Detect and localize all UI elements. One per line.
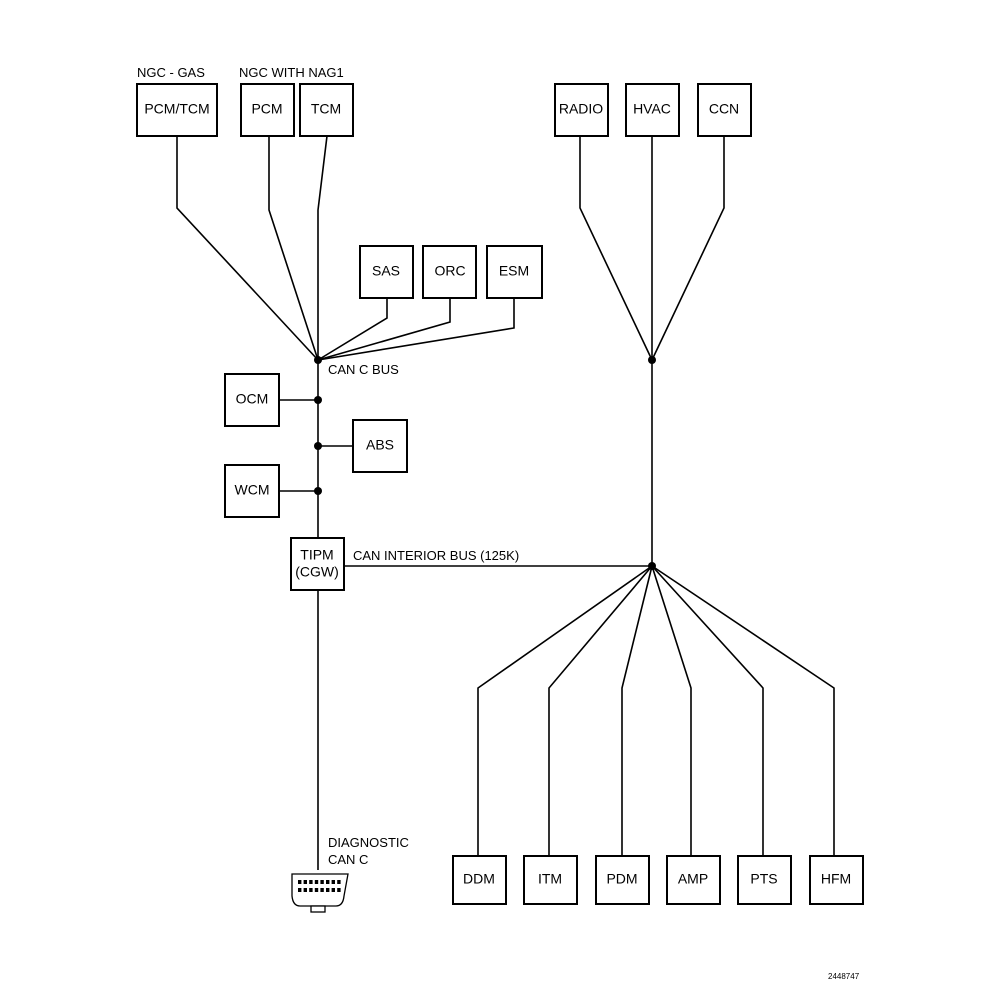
module-ddm: DDM [452, 855, 507, 905]
can-c-bus-wires [176, 135, 515, 870]
ngc-gas-label: NGC - GAS [137, 65, 205, 80]
module-ocm: OCM [224, 373, 280, 427]
wire-pdm [621, 565, 653, 856]
module-sas: SAS [359, 245, 414, 299]
module-label-sub: (CGW) [295, 564, 339, 580]
module-label: WCM [235, 482, 270, 498]
wire-orc [317, 298, 451, 361]
module-label: SAS [372, 263, 400, 279]
wire-pts [651, 565, 764, 856]
module-label: ITM [538, 871, 562, 887]
module-orc: ORC [422, 245, 477, 299]
connector-pin [337, 888, 341, 892]
lower-interior-junction [648, 562, 656, 570]
module-hvac: HVAC [625, 83, 680, 137]
wire-sas [317, 298, 388, 361]
module-label: PCM [251, 101, 282, 117]
module-hfm: HFM [809, 855, 864, 905]
figure-id-label: 2448747 [828, 972, 860, 981]
wire-itm [548, 565, 653, 856]
module-tcm: TCM [299, 83, 354, 137]
module-amp: AMP [666, 855, 721, 905]
connector-pin [298, 888, 302, 892]
upper-interior-junction [648, 356, 656, 364]
wire-tcm [317, 135, 328, 360]
connector-pin [331, 888, 335, 892]
can-c-junction [314, 356, 322, 364]
module-wcm: WCM [224, 464, 280, 518]
module-radio: RADIO [554, 83, 609, 137]
junction-nodes [314, 356, 656, 570]
connector-pin [303, 880, 307, 884]
diagnostic-sublabel: CAN C [328, 852, 368, 867]
module-label: ORC [434, 263, 465, 279]
connector-pin [331, 880, 335, 884]
abs-junction [314, 442, 322, 450]
module-label: OCM [236, 391, 269, 407]
wire-ccn [651, 136, 725, 361]
module-label: RADIO [559, 101, 603, 117]
wire-pcm-tcm [176, 136, 319, 361]
connector-pin [337, 880, 341, 884]
module-pdm: PDM [595, 855, 650, 905]
module-label: HFM [821, 871, 851, 887]
connector-pin [309, 880, 313, 884]
connector-pin [303, 888, 307, 892]
wire-hfm [651, 565, 835, 856]
can-interior-bus-wires [344, 136, 835, 856]
ngc-nag1-label: NGC WITH NAG1 [239, 65, 344, 80]
module-label: HVAC [633, 101, 671, 117]
module-label: CCN [709, 101, 739, 117]
module-label: ESM [499, 263, 529, 279]
connector-pin [309, 888, 313, 892]
connector-pin [326, 880, 330, 884]
module-pcm: PCM [240, 83, 295, 137]
module-abs: ABS [352, 419, 408, 473]
connector-pin [314, 880, 319, 884]
module-label: ABS [366, 437, 394, 453]
can-c-bus-label: CAN C BUS [328, 362, 399, 377]
connector-pin [314, 888, 319, 892]
wire-amp [651, 565, 692, 856]
ocm-junction [314, 396, 322, 404]
diagnostic-connector-icon [291, 873, 349, 913]
module-itm: ITM [523, 855, 578, 905]
module-label: TIPM [300, 547, 333, 563]
module-tipm: TIPM (CGW) [290, 537, 345, 591]
diagnostic-label: DIAGNOSTIC [328, 835, 409, 850]
module-label: PTS [750, 871, 777, 887]
module-label: AMP [678, 871, 708, 887]
module-pts: PTS [737, 855, 792, 905]
module-ccn: CCN [697, 83, 752, 137]
wire-ddm [477, 565, 653, 856]
module-esm: ESM [486, 245, 543, 299]
module-pcm-tcm: PCM/TCM [136, 83, 218, 137]
connector-pin [320, 880, 324, 884]
wcm-junction [314, 487, 322, 495]
connector-pin [298, 880, 302, 884]
connector-pin [326, 888, 330, 892]
module-label: PCM/TCM [144, 101, 209, 117]
module-label: TCM [311, 101, 341, 117]
connector-pin [320, 888, 324, 892]
module-label: PDM [606, 871, 637, 887]
can-interior-bus-label: CAN INTERIOR BUS (125K) [353, 548, 519, 563]
module-label: DDM [463, 871, 495, 887]
wire-pcm [268, 136, 319, 361]
wire-radio [579, 136, 653, 361]
wire-esm [317, 298, 515, 361]
